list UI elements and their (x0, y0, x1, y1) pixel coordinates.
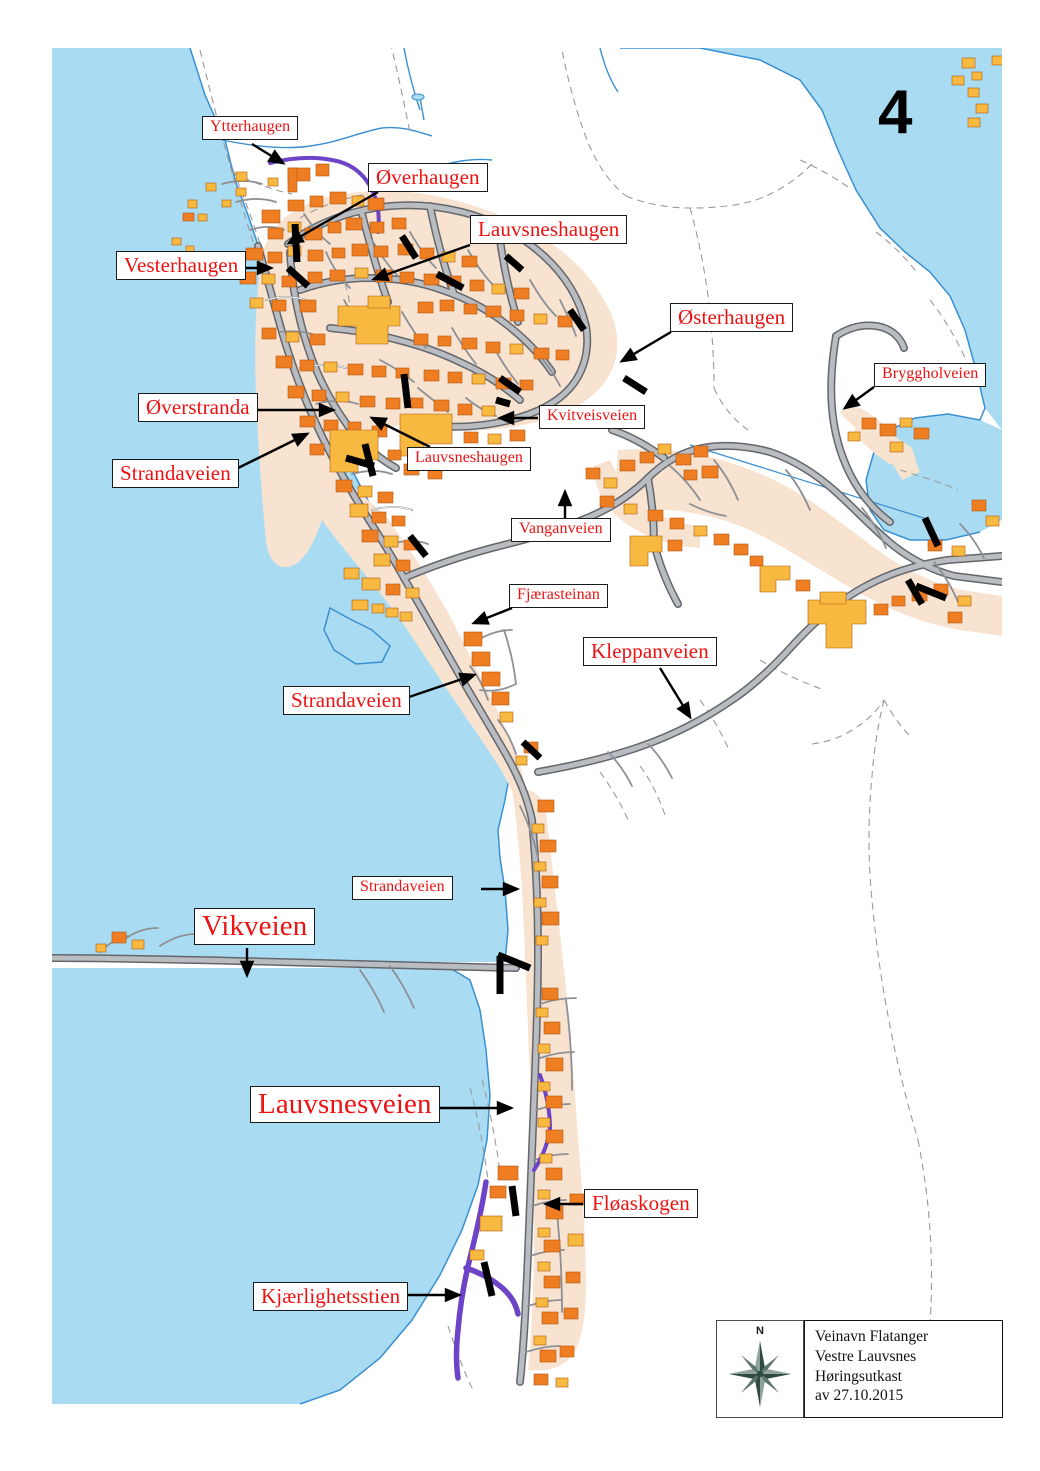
compass-north-label: N (756, 1325, 764, 1337)
leader-arrowhead-strandaveien-1 (291, 432, 310, 447)
legend-block: N Veinavn Flatan (716, 1320, 1003, 1418)
road-segment-marker (285, 223, 948, 1297)
leader-arrowhead-lauvsneshaugen-2 (369, 416, 388, 431)
leader-arrowhead-strandaveien-2 (458, 672, 477, 687)
map-label-bryggholveien: Bryggholveien (874, 363, 987, 387)
leader-arrowhead-vanganveien (557, 488, 573, 507)
compass-box: N (716, 1320, 804, 1418)
leader-arrowhead-kjaerlighetsstien (444, 1287, 463, 1303)
title-line-3: av 27.10.2015 (815, 1387, 904, 1405)
map-label-strandaveien-2: Strandaveien (283, 686, 410, 716)
leader-arrowhead-lauvsnesveien (496, 1100, 515, 1116)
map-label-vesterhaugen: Vesterhaugen (116, 251, 247, 281)
map-label-strandaveien-1: Strandaveien (112, 459, 239, 489)
title-line-2: Høringsutkast (815, 1367, 902, 1385)
map-label-overstranda: Øverstranda (138, 393, 258, 423)
stream (221, 48, 931, 521)
leader-line-overhaugen (288, 190, 379, 245)
map-label-lauvsneshaugen-2: Lauvsneshaugen (407, 447, 532, 471)
map-label-kjaerlighetsstien: Kjærlighetsstien (253, 1282, 409, 1312)
compass-rose-icon (729, 1341, 791, 1407)
leader-arrowhead-ytterhaugen (267, 149, 286, 165)
map-label-kvitveisveien: Kvitveisveien (539, 405, 646, 429)
map-label-osterhaugen: Østerhaugen (670, 303, 794, 333)
leader-arrowhead-bryggholveien (842, 393, 861, 410)
map-label-vikveien: Vikveien (194, 908, 316, 946)
leader-arrowhead-floaskogen (542, 1196, 561, 1212)
leader-arrowhead-strandaveien-3 (502, 881, 521, 897)
leader-arrowhead-kvitveisveien (496, 410, 515, 426)
title-line-0: Veinavn Flatanger (815, 1328, 929, 1345)
map-label-lauvsneshaugen-1: Lauvsneshaugen (470, 215, 628, 245)
leader-arrowhead-osterhaugen (619, 347, 638, 363)
map-label-lauvsnesveien: Lauvsnesveien (250, 1086, 440, 1124)
leader-lines (235, 142, 875, 1303)
title-line-1: Vestre Lauvsnes (815, 1347, 917, 1365)
map-label-floaskogen: Fløaskogen (584, 1189, 698, 1219)
map-label-vanganveien: Vanganveien (511, 518, 611, 542)
leader-arrowhead-overhaugen (286, 229, 305, 245)
map-label-kleppanveien: Kleppanveien (583, 637, 717, 667)
leader-arrowhead-vikveien (239, 960, 255, 979)
buildings (95, 55, 1002, 1388)
leader-arrowhead-lauvsneshaugen-1 (371, 267, 390, 282)
map-label-ytterhaugen: Ytterhaugen (202, 116, 299, 140)
map-label-fjaerasteinan: Fjærasteinan (509, 584, 608, 608)
map-label-overhaugen: Øverhaugen (368, 163, 488, 193)
leader-arrowhead-vesterhaugen (256, 260, 275, 276)
leader-arrowhead-kleppanveien (676, 701, 692, 720)
leader-arrowhead-fjaerasteinan (471, 610, 490, 625)
map-label-strandaveien-3: Strandaveien (352, 876, 453, 900)
leader-line-lauvsneshaugen-1 (373, 243, 471, 281)
page-number: 4 (878, 78, 913, 147)
leader-arrowhead-overstranda (318, 402, 337, 418)
